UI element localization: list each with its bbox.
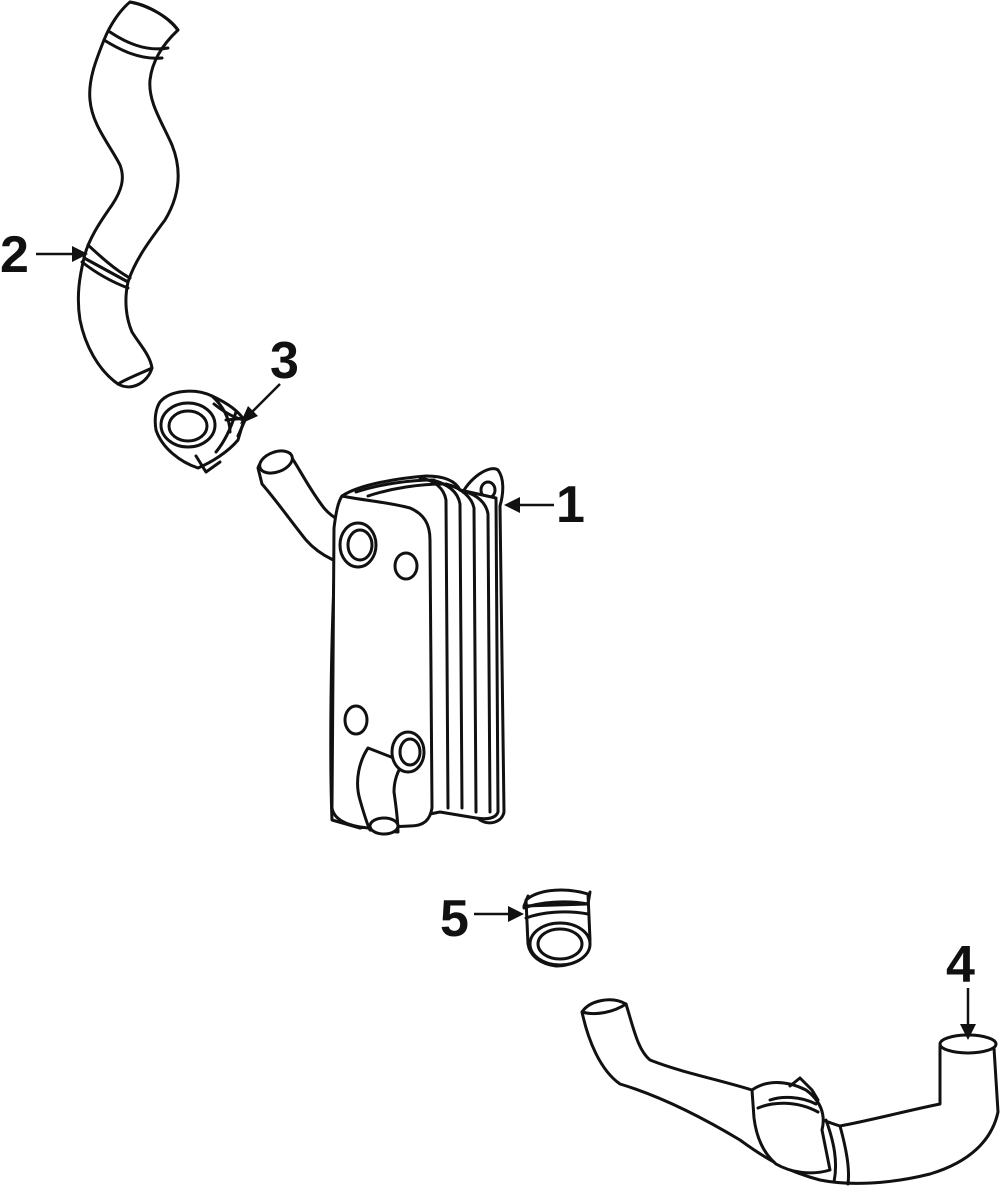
callout-number-5: 5 — [440, 890, 469, 948]
leader-line-3 — [249, 383, 281, 415]
arrow-4 — [960, 1024, 976, 1040]
upper-clamp[interactable] — [153, 389, 248, 474]
arrow-3 — [240, 406, 258, 424]
arrow-1 — [504, 497, 520, 513]
oil-cooler[interactable] — [256, 447, 506, 836]
callout-number-2: 2 — [0, 226, 29, 284]
lower-hose[interactable] — [580, 998, 1000, 1186]
callout-number-3: 3 — [270, 332, 299, 390]
callout-5: 5 — [440, 890, 524, 948]
callout-number-1: 1 — [556, 476, 585, 534]
callout-3: 3 — [240, 332, 299, 424]
callout-2: 2 — [0, 226, 88, 284]
callout-number-4: 4 — [946, 936, 975, 994]
callout-1: 1 — [504, 476, 585, 534]
lower-clamp[interactable] — [522, 888, 592, 968]
arrow-5 — [508, 906, 524, 922]
arrow-2 — [72, 246, 88, 262]
callout-4: 4 — [946, 936, 976, 1040]
upper-hose[interactable] — [76, 0, 180, 389]
